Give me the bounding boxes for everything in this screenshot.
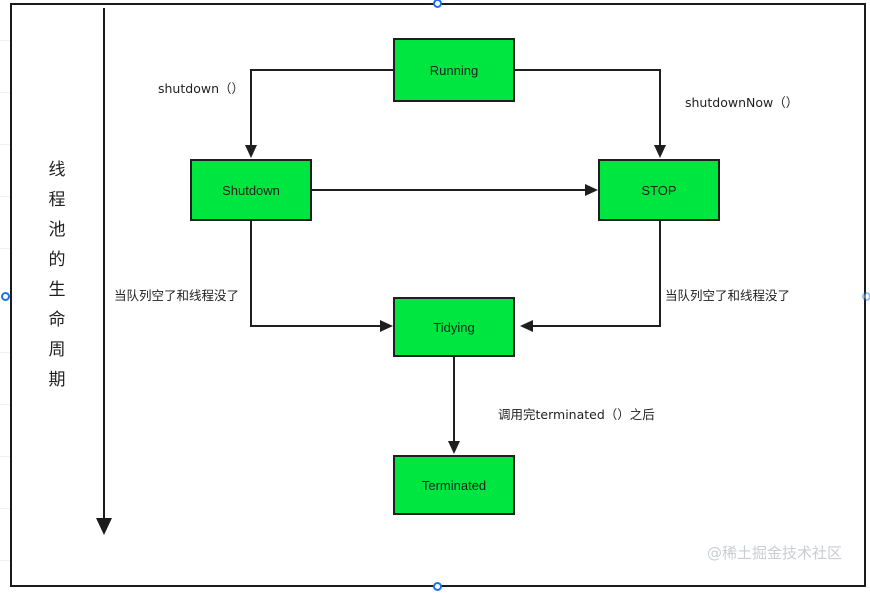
resize-handle-left[interactable]: [1, 292, 10, 301]
edge-label-shutdown-now: shutdownNow（）: [685, 95, 799, 110]
lifecycle-axis-arrow-icon: [96, 518, 112, 535]
state-node-tidying[interactable]: Tidying: [393, 297, 515, 357]
edge-running-to-shutdown-segment-h: [250, 69, 395, 71]
edge-running-to-shutdown-segment-v: [250, 69, 252, 147]
resize-handle-top[interactable]: [433, 0, 442, 8]
edge-label-queue-empty-right: 当队列空了和线程没了: [665, 288, 791, 303]
edge-running-to-stop-segment-v: [659, 69, 661, 147]
resize-handle-bottom[interactable]: [433, 582, 442, 591]
edge-shutdown-to-stop-segment-h: [311, 189, 587, 191]
lifecycle-axis-line: [103, 8, 105, 526]
state-node-running-label: Running: [429, 62, 479, 78]
edge-running-to-shutdown-arrowhead-icon: [245, 145, 257, 158]
edge-shutdown-to-tidying-segment-v: [250, 220, 252, 327]
edge-label-queue-empty-left: 当队列空了和线程没了: [114, 288, 240, 303]
state-node-terminated[interactable]: Terminated: [393, 455, 515, 515]
edge-tidying-to-terminated-arrowhead-icon: [448, 441, 460, 454]
edge-shutdown-to-stop-arrowhead-icon: [585, 184, 598, 196]
edge-stop-to-tidying-arrowhead-icon: [520, 320, 533, 332]
edge-stop-to-tidying-segment-h: [531, 325, 661, 327]
edge-label-terminated-called: 调用完terminated（）之后: [498, 407, 655, 422]
resize-handle-right[interactable]: [862, 292, 870, 301]
ruler-guide-lines: [0, 0, 11, 593]
lifecycle-caption: 线 程 池 的 生 命 周 期: [48, 160, 66, 390]
edge-tidying-to-terminated-segment-v: [453, 356, 455, 443]
edge-stop-to-tidying-segment-v: [659, 220, 661, 327]
state-node-terminated-label: Terminated: [421, 477, 487, 493]
state-node-shutdown[interactable]: Shutdown: [190, 159, 312, 221]
state-node-tidying-label: Tidying: [433, 319, 475, 335]
edge-label-shutdown: shutdown（）: [158, 81, 244, 96]
edge-running-to-stop-arrowhead-icon: [654, 145, 666, 158]
state-node-shutdown-label: Shutdown: [222, 182, 280, 198]
edge-shutdown-to-tidying-arrowhead-icon: [380, 320, 393, 332]
edge-shutdown-to-tidying-segment-h: [250, 325, 382, 327]
watermark: @稀土掘金技术社区: [706, 544, 842, 562]
state-node-running[interactable]: Running: [393, 38, 515, 102]
edge-running-to-stop-segment-h: [513, 69, 661, 71]
state-node-stop[interactable]: STOP: [598, 159, 720, 221]
state-node-stop-label: STOP: [641, 182, 677, 198]
